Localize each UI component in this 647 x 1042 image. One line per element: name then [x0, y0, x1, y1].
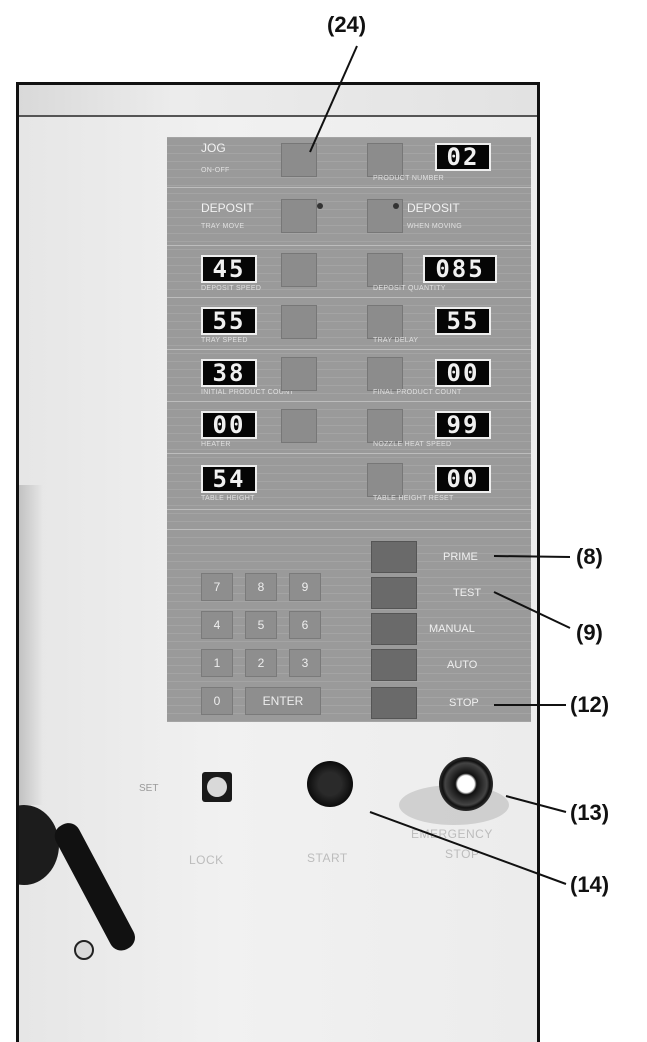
callout-24: (24)	[327, 12, 367, 37]
enter-key[interactable]: ENTER	[245, 687, 321, 715]
callout-14: (14)	[570, 872, 610, 897]
table-height-reset-label: TABLE HEIGHT RESET	[373, 495, 454, 502]
manual-button[interactable]	[371, 613, 417, 645]
product-number-label: PRODUCT NUMBER	[373, 175, 444, 182]
table-height-reset-key[interactable]	[367, 463, 403, 497]
heater-key[interactable]	[281, 409, 317, 443]
emergency-stop-sub-label: STOP	[445, 847, 480, 861]
keypad-key-1[interactable]: 1	[201, 649, 233, 677]
product-number-display: 02	[435, 143, 491, 171]
tray-speed-key[interactable]	[281, 305, 317, 339]
stop-button[interactable]	[371, 687, 417, 719]
deposit-quantity-key[interactable]	[367, 253, 403, 287]
deposit-speed-label: DEPOSIT SPEED	[201, 285, 262, 292]
deposit-left-key[interactable]	[281, 199, 317, 233]
callout-8: (8)	[576, 544, 603, 569]
initial-product-count-key[interactable]	[281, 357, 317, 391]
table-height-label: TABLE HEIGHT	[201, 495, 255, 502]
lever-handle-tip	[74, 940, 94, 960]
heater-display: 00	[201, 411, 257, 439]
manual-label: MANUAL	[429, 623, 475, 635]
keypad-key-6[interactable]: 6	[289, 611, 321, 639]
emergency-label: EMERGENCY	[411, 827, 493, 841]
jog-label: JOG	[201, 141, 226, 155]
keypad-key-5[interactable]: 5	[245, 611, 277, 639]
keypad-key-0[interactable]: 0	[201, 687, 233, 715]
tray-delay-label: TRAY DELAY	[373, 337, 419, 344]
heater-label: HEATER	[201, 441, 231, 448]
keypad-key-3[interactable]: 3	[289, 649, 321, 677]
side-shading	[19, 485, 43, 805]
deposit-speed-key[interactable]	[281, 253, 317, 287]
deposit-speed-display: 45	[201, 255, 257, 283]
tray-speed-display: 55	[201, 307, 257, 335]
lock-key-switch[interactable]	[202, 772, 232, 802]
deposit-left-indicator	[317, 203, 323, 209]
initial-product-count-display: 38	[201, 359, 257, 387]
final-product-count-key[interactable]	[367, 357, 403, 391]
deposit-quantity-display: 085	[423, 255, 497, 283]
leader-14	[369, 811, 567, 885]
test-button[interactable]	[371, 577, 417, 609]
deposit-right-indicator	[393, 203, 399, 209]
control-panel: JOG ON-OFF 02 PRODUCT NUMBER DEPOSIT TRA…	[167, 137, 531, 722]
start-button[interactable]	[307, 761, 353, 807]
auto-label: AUTO	[447, 659, 478, 671]
deposit-right-label: DEPOSIT	[407, 201, 460, 215]
final-product-count-label: FINAL PRODUCT COUNT	[373, 389, 462, 396]
nozzle-heat-speed-key[interactable]	[367, 409, 403, 443]
prime-button[interactable]	[371, 541, 417, 573]
table-height-reset-display: 00	[435, 465, 491, 493]
leader-13	[505, 795, 567, 813]
keypad-key-9[interactable]: 9	[289, 573, 321, 601]
deposit-quantity-label: DEPOSIT QUANTITY	[373, 285, 446, 292]
nozzle-heat-speed-label: NOZZLE HEAT SPEED	[373, 441, 452, 448]
keypad-key-4[interactable]: 4	[201, 611, 233, 639]
lock-label: LOCK	[189, 853, 224, 867]
callout-13: (13)	[570, 800, 610, 825]
tray-delay-key[interactable]	[367, 305, 403, 339]
tray-delay-display: 55	[435, 307, 491, 335]
set-label: SET	[139, 783, 159, 794]
prime-label: PRIME	[443, 551, 478, 563]
stop-label: STOP	[449, 697, 479, 709]
leader-8	[493, 555, 571, 558]
deposit-left-label: DEPOSIT	[201, 201, 254, 215]
deposit-right-sub-label: WHEN MOVING	[407, 223, 463, 230]
product-number-key[interactable]	[367, 143, 403, 177]
machine-front: JOG ON-OFF 02 PRODUCT NUMBER DEPOSIT TRA…	[16, 82, 540, 1042]
keypad-key-7[interactable]: 7	[201, 573, 233, 601]
auto-button[interactable]	[371, 649, 417, 681]
tray-speed-label: TRAY SPEED	[201, 337, 248, 344]
leader-24	[309, 45, 358, 153]
callout-9: (9)	[576, 620, 603, 645]
keypad-key-2[interactable]: 2	[245, 649, 277, 677]
emergency-stop-button[interactable]	[439, 757, 493, 811]
leader-9	[493, 591, 571, 629]
callout-12: (12)	[570, 692, 610, 717]
nozzle-heat-speed-display: 99	[435, 411, 491, 439]
top-strip	[19, 85, 537, 117]
deposit-left-sub-label: TRAY MOVE	[201, 223, 245, 230]
final-product-count-display: 00	[435, 359, 491, 387]
start-label: START	[307, 851, 348, 865]
jog-sub-label: ON-OFF	[201, 167, 230, 174]
test-label: TEST	[453, 587, 482, 599]
initial-product-count-label: INITIAL PRODUCT COUNT	[201, 389, 295, 396]
table-height-display: 54	[201, 465, 257, 493]
keypad-key-8[interactable]: 8	[245, 573, 277, 601]
